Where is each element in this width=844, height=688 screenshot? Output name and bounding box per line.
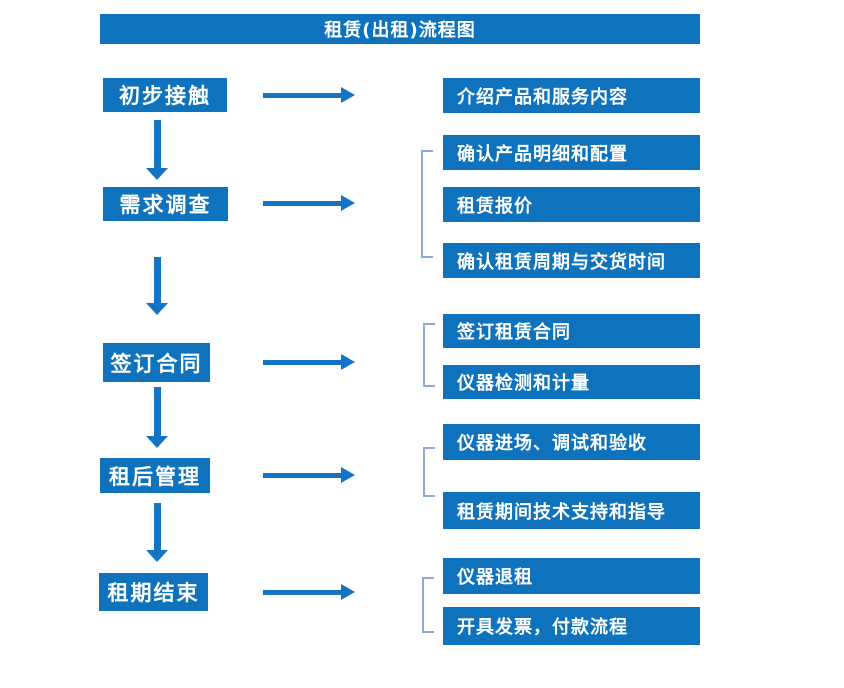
bracket-connector-group4 — [422, 577, 434, 633]
stage-box-post-rental-management: 租后管理 — [100, 458, 210, 493]
stage-box-rental-end: 租期结束 — [99, 573, 208, 611]
arrow-down-icon — [146, 257, 168, 315]
arrow-down-icon — [146, 120, 168, 180]
arrow-down-icon — [146, 387, 168, 448]
detail-box-sign-rental-contract: 签订租赁合同 — [443, 314, 700, 348]
bracket-connector-group1 — [421, 150, 433, 258]
detail-box-tech-support: 租赁期间技术支持和指导 — [443, 492, 700, 529]
detail-box-instrument-testing: 仪器检测和计量 — [443, 365, 700, 399]
detail-box-confirm-period-delivery: 确认租赁周期与交货时间 — [443, 243, 700, 278]
arrow-right-icon — [263, 354, 355, 370]
arrow-down-icon — [146, 503, 168, 562]
arrow-right-icon — [263, 584, 355, 600]
stage-box-initial-contact: 初步接触 — [103, 78, 227, 112]
detail-box-instrument-setup-acceptance: 仪器进场、调试和验收 — [443, 424, 700, 460]
detail-box-instrument-return: 仪器退租 — [443, 558, 700, 594]
detail-box-confirm-details-config: 确认产品明细和配置 — [443, 135, 700, 170]
detail-box-introduce-products: 介绍产品和服务内容 — [443, 78, 700, 113]
arrow-right-icon — [263, 467, 355, 483]
detail-box-rental-quote: 租赁报价 — [443, 187, 700, 222]
arrow-right-icon — [263, 87, 355, 103]
detail-box-invoice-payment: 开具发票，付款流程 — [443, 607, 700, 645]
bracket-connector-group3 — [423, 447, 435, 497]
stage-box-needs-survey: 需求调查 — [103, 187, 228, 221]
arrow-right-icon — [263, 195, 355, 211]
bracket-connector-group2 — [423, 323, 435, 387]
stage-box-sign-contract: 签订合同 — [103, 343, 210, 382]
page-title: 租赁(出租)流程图 — [100, 14, 700, 44]
